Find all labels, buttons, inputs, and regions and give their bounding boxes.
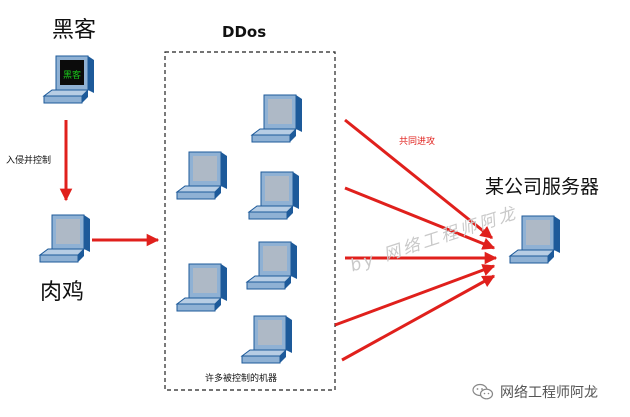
bot-computer-icon bbox=[175, 263, 227, 312]
intrude-control-label: 入侵并控制 bbox=[6, 156, 52, 166]
bot-computer-icon bbox=[247, 171, 299, 220]
zombie-computer-icon bbox=[38, 214, 90, 263]
bot-computer-icon bbox=[175, 151, 227, 200]
server-computer-icon bbox=[508, 215, 560, 264]
attack-arrow-1 bbox=[344, 118, 493, 240]
attack-arrow-5 bbox=[341, 274, 496, 362]
brand-text: 网络工程师阿龙 bbox=[500, 385, 598, 401]
target-server-label: 某公司服务器 bbox=[485, 176, 600, 198]
wechat-icon bbox=[472, 383, 494, 400]
bot-computer-icon bbox=[250, 94, 302, 143]
hacker-computer-icon: 黑客 bbox=[42, 55, 94, 104]
controlled-machines-label: 许多被控制的机器 bbox=[205, 374, 278, 384]
attack-arrow-2 bbox=[344, 186, 496, 250]
zombie-label: 肉鸡 bbox=[40, 280, 85, 305]
attack-arrow-4 bbox=[334, 264, 496, 327]
hacker-screen-text: 黑客 bbox=[63, 69, 81, 81]
joint-attack-label: 共同进攻 bbox=[399, 137, 436, 147]
hacker-label: 黑客 bbox=[52, 18, 97, 43]
bot-computer-icon bbox=[240, 315, 292, 364]
brand: 网络工程师阿龙 bbox=[472, 382, 598, 402]
botnet-group-box bbox=[164, 51, 336, 391]
ddos-label: DDos bbox=[222, 23, 267, 41]
arrows bbox=[59, 118, 498, 362]
bot-computer-icon bbox=[245, 241, 297, 290]
